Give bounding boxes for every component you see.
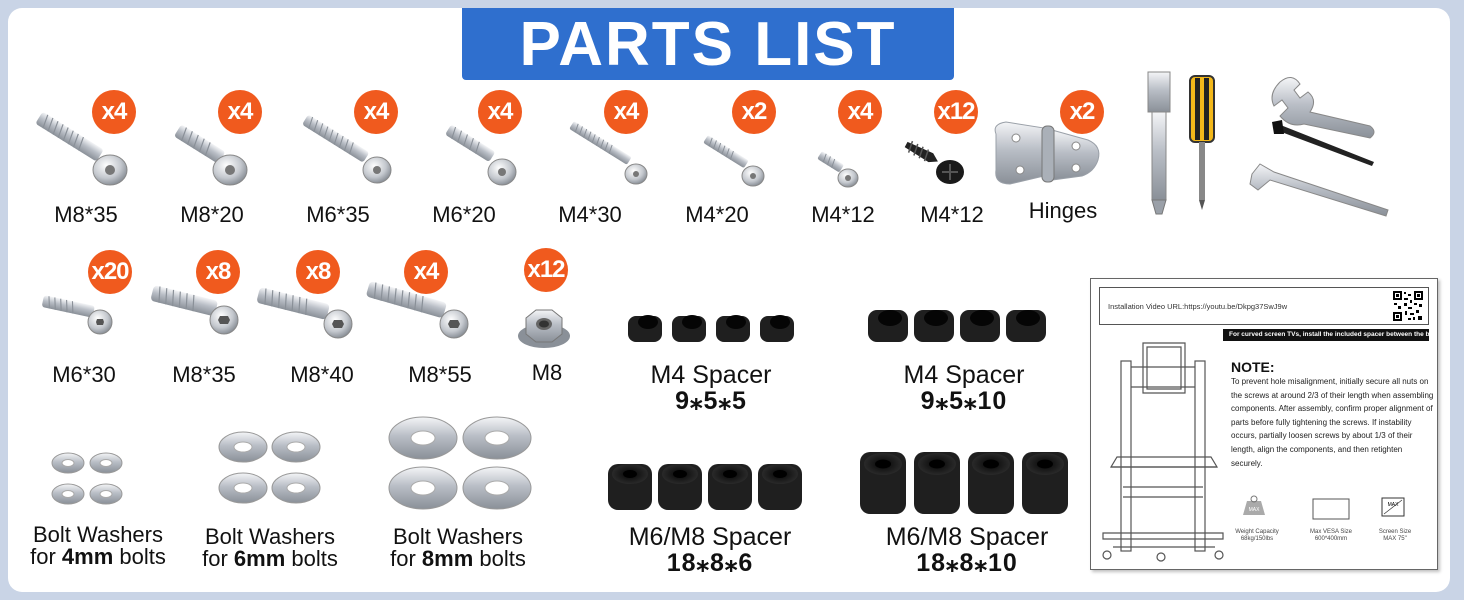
wrench-icon xyxy=(1271,77,1375,139)
tools-group xyxy=(1147,71,1389,217)
hex-bit-icon xyxy=(1147,71,1171,215)
weight-icon: MAX xyxy=(1243,495,1265,515)
qty-badge: x4 xyxy=(92,90,136,134)
svg-text:MAX: MAX xyxy=(1388,502,1400,508)
qty-badge: x4 xyxy=(354,90,398,134)
qty-badge: x12 xyxy=(934,90,978,134)
strap-icon xyxy=(1272,120,1374,166)
page-title: PARTS LIST xyxy=(462,8,954,80)
screw-m8-20-icon xyxy=(175,125,248,186)
washer-8mm-icon xyxy=(388,416,532,510)
screen-size-icon: MAX xyxy=(1381,497,1405,517)
part-label: Hinges xyxy=(1028,198,1098,223)
part-label: M4*20 xyxy=(685,202,749,227)
wood-screw-icon xyxy=(904,140,964,184)
screw-m4-30-icon xyxy=(569,121,648,185)
bolt-m8-40-icon xyxy=(257,287,353,339)
video-url: Installation Video URL:https://youtu.be/… xyxy=(1099,287,1429,325)
allen-key-icon xyxy=(1249,163,1389,217)
screwdriver-icon xyxy=(1189,75,1215,210)
part-label: M8*35 xyxy=(54,202,118,227)
qty-badge: x2 xyxy=(1060,90,1104,134)
manual-card: Installation Video URL:https://youtu.be/… xyxy=(1090,278,1438,570)
note-title: NOTE: xyxy=(1231,359,1275,375)
washer-6mm-icon xyxy=(218,431,321,504)
hex-nut-icon xyxy=(518,309,570,348)
bolt-m8-35-b-icon xyxy=(151,285,239,335)
part-label: M8*55 xyxy=(408,362,472,387)
screw-m8-35-icon xyxy=(36,112,128,186)
washer-4mm-icon xyxy=(51,452,123,505)
spacer-m4-10-icon xyxy=(868,310,1046,342)
curved-tv-note: For curved screen TVs, install the inclu… xyxy=(1223,329,1429,341)
part-label: M8 xyxy=(531,360,563,385)
screw-m4-12-icon xyxy=(817,151,859,188)
hinge-icon xyxy=(994,121,1100,185)
qr-code-icon xyxy=(1392,290,1424,322)
qty-badge: x4 xyxy=(604,90,648,134)
part-label: M4*12 xyxy=(811,202,875,227)
qty-badge: x8 xyxy=(196,250,240,294)
part-label: M4*12 xyxy=(920,202,984,227)
tv-stand-diagram-icon xyxy=(1102,342,1224,562)
vesa-icon xyxy=(1312,498,1350,520)
screw-m6-35-icon xyxy=(303,115,392,184)
part-label: M6*20 xyxy=(432,202,496,227)
qty-badge: x4 xyxy=(218,90,262,134)
part-label: M8*20 xyxy=(180,202,244,227)
qty-badge: x4 xyxy=(404,250,448,294)
qty-badge: x4 xyxy=(478,90,522,134)
screw-m6-20-icon xyxy=(446,125,517,186)
spacer-m4-5-icon xyxy=(628,315,794,342)
part-label: M6*35 xyxy=(306,202,370,227)
qty-badge: x8 xyxy=(296,250,340,294)
bolt-m6-30-icon xyxy=(42,295,113,335)
screw-m4-20-icon xyxy=(703,135,765,187)
part-label: M8*35 xyxy=(172,362,236,387)
part-label: M6*30 xyxy=(52,362,116,387)
spacer-m6m8-10-icon xyxy=(860,452,1068,514)
qty-badge: x20 xyxy=(88,250,132,294)
part-label: M8*40 xyxy=(290,362,354,387)
spacer-m6m8-6-icon xyxy=(608,464,802,510)
note-body: To prevent hole misalignment, initially … xyxy=(1231,377,1434,468)
qty-badge: x2 xyxy=(732,90,776,134)
part-label: M4*30 xyxy=(558,202,622,227)
svg-text:MAX: MAX xyxy=(1249,507,1261,513)
qty-badge: x4 xyxy=(838,90,882,134)
bolt-m8-55-icon xyxy=(366,281,469,339)
qty-badge: x12 xyxy=(524,248,568,292)
